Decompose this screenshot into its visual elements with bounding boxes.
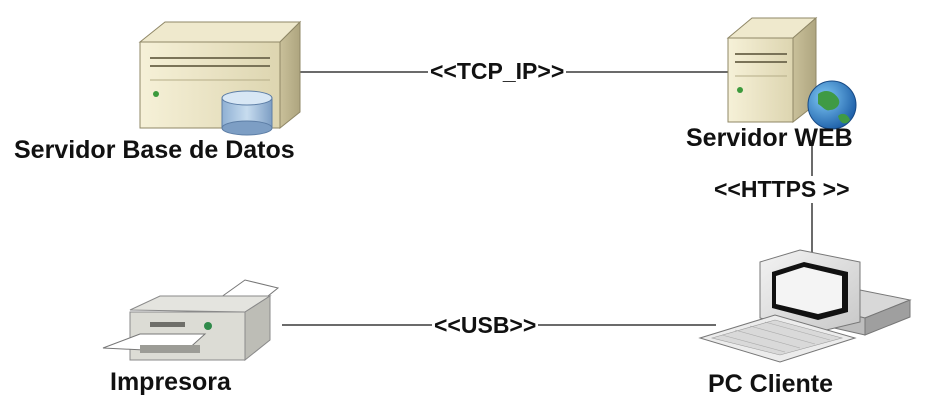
connection-label-https: <<HTTPS >>: [712, 176, 852, 203]
connection-label-tcp-ip: <<TCP_IP>>: [428, 58, 567, 85]
printer-icon: [102, 279, 280, 362]
node-label-web-server: Servidor WEB: [686, 124, 853, 152]
node-label-printer: Impresora: [110, 368, 231, 396]
node-label-db-server: Servidor Base de Datos: [14, 136, 295, 164]
node-label-pc-client: PC Cliente: [708, 370, 834, 398]
web-server-globe-icon: [726, 16, 857, 130]
desktop-computer-icon: [698, 249, 912, 363]
database-server-icon: [138, 20, 302, 136]
connection-label-usb: <<USB>>: [432, 312, 539, 339]
